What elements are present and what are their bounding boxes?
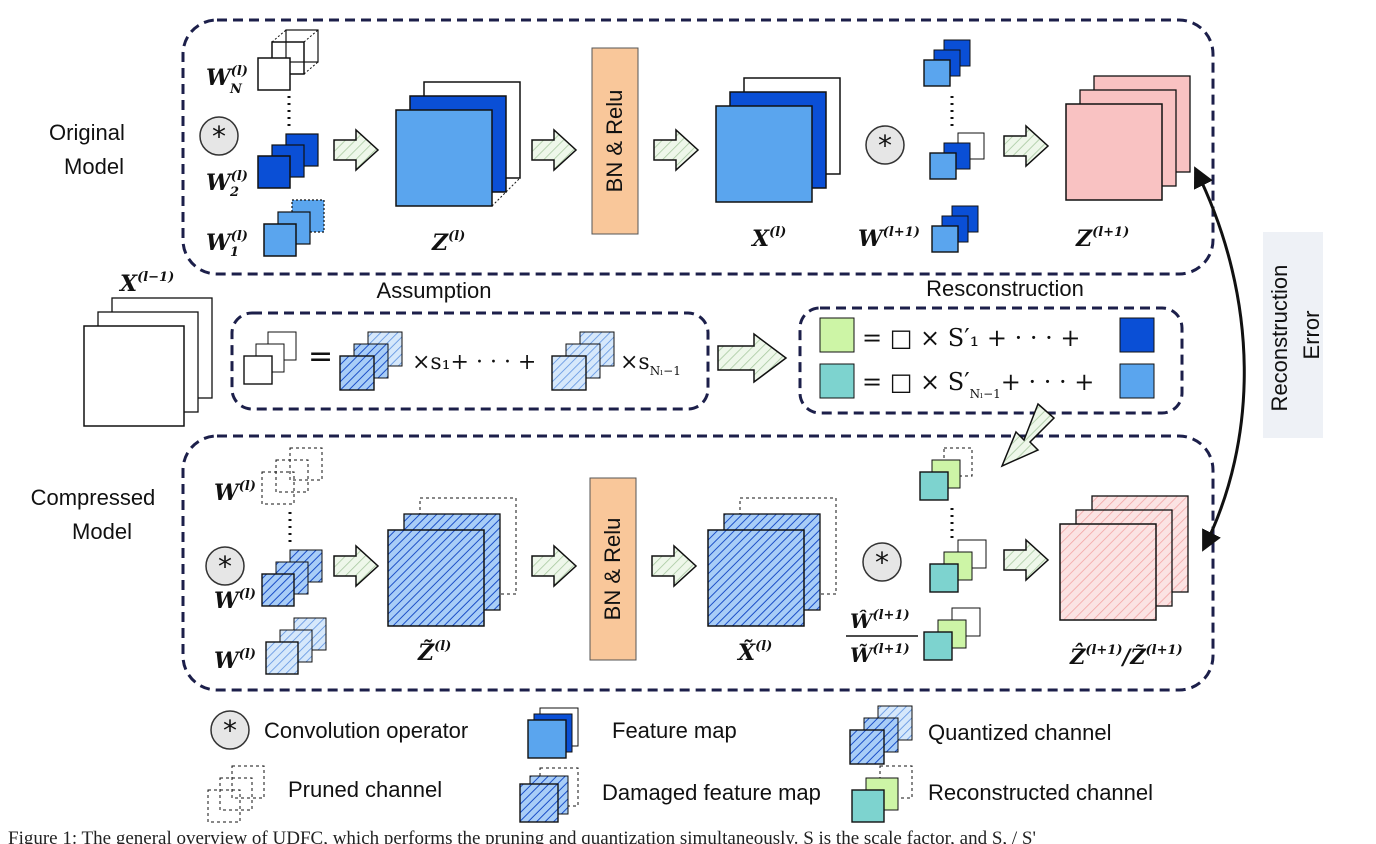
label-cx-l: X̃(l)	[736, 639, 772, 666]
assumption-quantized-kernel-n	[551, 331, 615, 391]
label-z-l: Z(l)	[431, 229, 465, 256]
assumption-quantized-kernel-1	[339, 331, 403, 391]
legend-reconstructed-label: Reconstructed channel	[928, 780, 1153, 805]
compressed-model-region	[181, 434, 1215, 692]
legend-quantized-label: Quantized channel	[928, 720, 1111, 745]
weight-l1-top	[923, 39, 971, 87]
legend-feature-map-icon	[527, 707, 579, 759]
svg-text:*: *	[212, 120, 226, 153]
original-model-label: Original Model	[49, 120, 131, 179]
weight-nl-original	[257, 29, 319, 91]
reconstruction-teal-channel	[819, 363, 855, 399]
bn-relu-block-compressed	[589, 477, 637, 661]
output-feature-map-compressed	[1059, 495, 1189, 621]
feature-map-z-l	[395, 81, 521, 207]
label-cz-out: Ẑ(l+1)/Z̃(l+1)	[1069, 643, 1183, 669]
assumption-to-reconstruction-arrow	[717, 332, 788, 384]
label-w-l1: W(l+1)	[858, 225, 920, 252]
label-cw-hat: Ŵ(l+1)	[850, 608, 910, 633]
compressed-model-label: Compressed Model	[31, 485, 162, 544]
reconstruction-target-light	[1119, 363, 1155, 399]
label-cw-2: W(l)	[214, 587, 256, 614]
svg-text:*: *	[223, 714, 237, 747]
label-cw-nl: W(l)	[214, 479, 256, 506]
label-x-l: X(l)	[750, 225, 786, 252]
svg-text:*: *	[218, 550, 232, 583]
flow-arrow-6	[531, 544, 578, 588]
label-cw-1: W(l)	[214, 647, 256, 674]
figure-caption: Figure 1: The general overview of UDFC, …	[8, 828, 1036, 844]
reconstruction-error-label: Reconstruction Error	[1267, 259, 1324, 412]
reconstructed-kernel-bottom	[923, 607, 981, 661]
flow-arrow-1	[333, 128, 380, 172]
assumption-pruned-kernel	[243, 331, 297, 385]
damaged-feature-map-x-l	[707, 497, 837, 627]
flow-arrow-3	[653, 128, 700, 172]
reconstruction-region	[798, 306, 1184, 415]
convolution-operator-icon-2: *	[865, 125, 905, 165]
convolution-operator-icon-4: *	[862, 542, 902, 582]
weight-2-original	[257, 133, 319, 189]
assumption-region	[230, 311, 710, 411]
bn-relu-label-original: BN & Relu	[602, 90, 627, 193]
flow-arrow-4	[1003, 124, 1050, 168]
label-w-2: W(l)2	[206, 169, 248, 200]
legend-feature-map-label: Feature map	[612, 718, 737, 743]
reconstruction-error-arrow	[1193, 166, 1246, 552]
legend-pruned-icon	[207, 765, 265, 823]
damaged-feature-map-z-l	[387, 497, 517, 627]
svg-text:Reconstruction Error: Reconstruction Error	[1267, 259, 1324, 412]
reconstruction-label: Resconstruction	[926, 276, 1084, 301]
feature-map-z-l1	[1065, 75, 1191, 201]
label-x-lm1: X(l−1)	[118, 270, 174, 297]
assumption-term-s1: ×s₁+ · · · +	[412, 350, 536, 375]
reconstruction-target-dark	[1119, 317, 1155, 353]
legend-reconstructed-icon	[851, 765, 913, 823]
bn-relu-label-compressed: BN & Relu	[600, 518, 625, 621]
weight-1-original	[263, 199, 325, 257]
flow-arrow-2	[531, 128, 578, 172]
legend-quantized-icon	[849, 705, 913, 765]
reconstruction-green-channel	[819, 317, 855, 353]
reconstruction-eq-2: = □ × S′Nₗ−1+ · · · +	[862, 368, 1094, 401]
assumption-equals: =	[308, 339, 333, 374]
reconstructed-kernel-top	[919, 447, 973, 501]
bn-relu-block-original	[591, 47, 639, 235]
label-cz-l: Z̃(l)	[417, 639, 451, 666]
legend-pruned-label: Pruned channel	[288, 777, 442, 802]
reconstruction-eq-1: = □ × S′₁ + · · · +	[862, 324, 1081, 352]
flow-arrow-8	[1003, 538, 1050, 582]
assumption-label: Assumption	[377, 278, 492, 303]
weight-2-compressed	[261, 549, 323, 607]
flow-arrow-5	[333, 544, 380, 588]
legend-damaged-label: Damaged feature map	[602, 780, 821, 805]
flow-arrow-7	[651, 544, 698, 588]
reconstruction-down-arrow	[1000, 402, 1056, 468]
feature-map-x-l	[715, 77, 841, 203]
original-model-region	[181, 18, 1215, 276]
label-z-l1: Z(l+1)	[1075, 225, 1129, 252]
svg-text:*: *	[878, 129, 892, 162]
legend-conv-label: Convolution operator	[264, 718, 468, 743]
convolution-operator-icon: *	[199, 116, 239, 156]
weight-l1-bottom	[931, 205, 979, 253]
weight-1-compressed	[265, 617, 327, 675]
assumption-term-sn: ×sNₗ−1	[620, 350, 681, 378]
recon-error-bg	[1263, 232, 1323, 438]
legend-conv-icon: *	[210, 710, 250, 750]
legend-damaged-icon	[519, 767, 579, 823]
reconstructed-kernel-mid	[929, 539, 987, 593]
convolution-operator-icon-3: *	[205, 546, 245, 586]
label-w-nl: W(l)N	[206, 64, 248, 97]
label-cw-tilde: W̃(l+1)	[850, 642, 910, 667]
label-w-1: W(l)1	[206, 229, 248, 260]
weight-nl-compressed	[261, 447, 323, 505]
svg-text:*: *	[875, 546, 889, 579]
input-feature-map-x-lm1	[83, 297, 213, 427]
weight-l1-mid	[929, 132, 985, 180]
